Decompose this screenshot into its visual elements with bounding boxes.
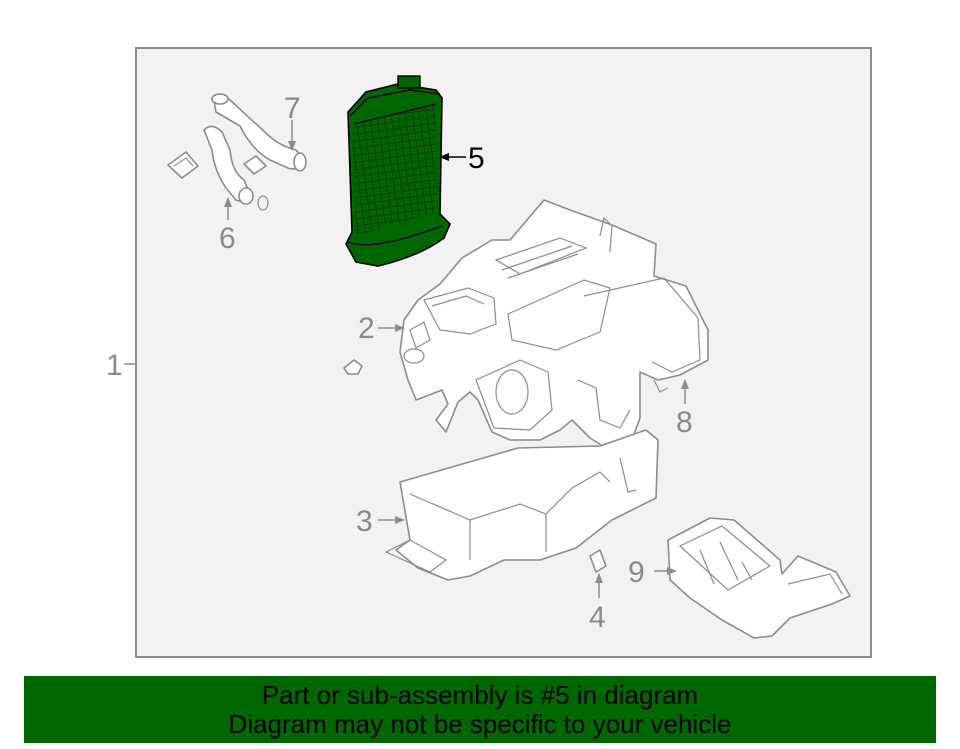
callout-8: 8 xyxy=(676,406,693,439)
banner-line-part: Part or sub-assembly is #5 in diagram xyxy=(261,680,699,710)
bracket-part-4 xyxy=(589,549,607,573)
lower-case-part-3 xyxy=(384,429,659,581)
heater-core-part-5 xyxy=(345,75,451,267)
callout-7: 7 xyxy=(284,92,301,125)
callout-3: 3 xyxy=(356,505,373,538)
callout-1: 1 xyxy=(106,349,123,382)
callout-5: 5 xyxy=(468,142,485,175)
callout-4: 4 xyxy=(589,601,606,634)
banner-line-disclaimer: Diagram may not be specific to your vehi… xyxy=(228,709,732,739)
callout-9: 9 xyxy=(628,556,645,589)
clip-part xyxy=(343,359,363,375)
blower-case-part-9 xyxy=(667,517,851,639)
info-banner: Part or sub-assembly is #5 in diagram Di… xyxy=(24,676,936,743)
callout-6: 6 xyxy=(219,222,236,255)
callout-2: 2 xyxy=(358,312,375,345)
heater-hoses xyxy=(167,93,307,211)
heater-case-assembly xyxy=(399,199,709,449)
parts-diagram: 1 2 3 4 5 6 7 8 9 xyxy=(106,47,872,658)
